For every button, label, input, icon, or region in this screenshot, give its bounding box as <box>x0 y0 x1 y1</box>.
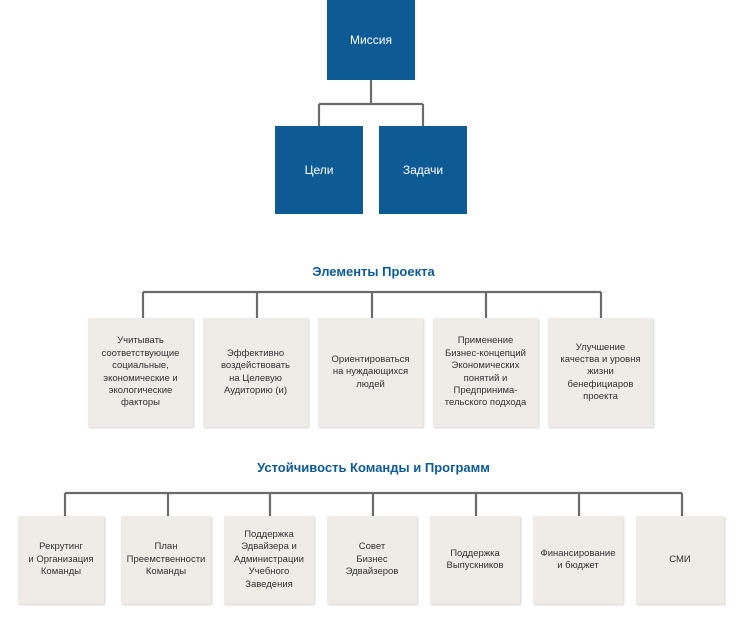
goals-label: Цели <box>304 163 334 177</box>
tasks-box: Задачи <box>379 126 467 214</box>
sustainability-text: СМИ <box>669 553 691 565</box>
goals-box: Цели <box>275 126 363 214</box>
mission-label: Миссия <box>350 33 392 47</box>
tasks-label: Задачи <box>402 163 444 177</box>
mission-box: Миссия <box>327 0 415 80</box>
sustainability-card: СМИ <box>636 516 724 604</box>
project-elements-title: Элементы Проекта <box>312 264 435 279</box>
sustainability-title: Устойчивость Команды и Программ <box>257 460 490 475</box>
